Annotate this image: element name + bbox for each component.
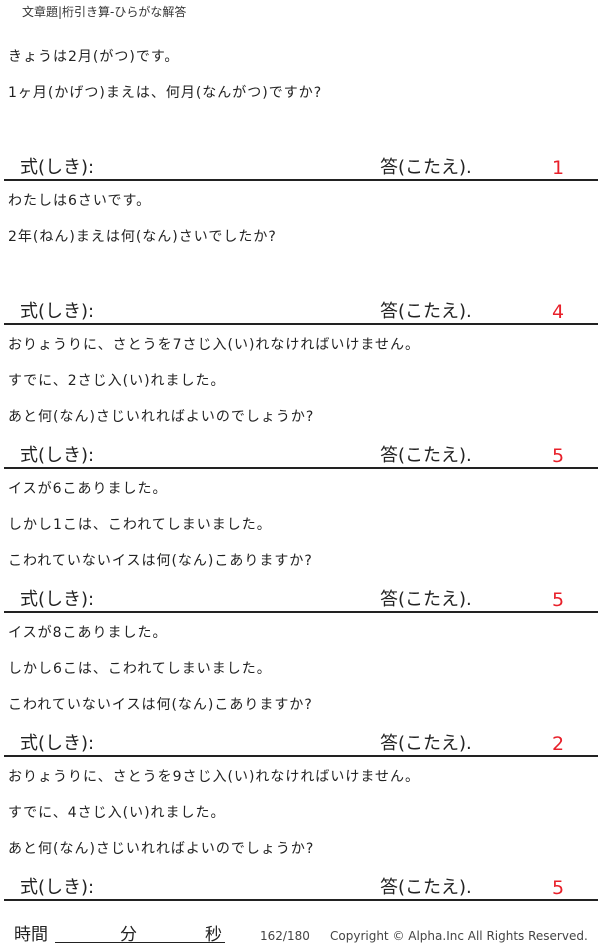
formula-label: 式(しき):	[20, 733, 95, 754]
page-number: 162/180	[260, 929, 310, 943]
divider	[4, 323, 598, 325]
answer-value: 1	[552, 157, 565, 179]
copyright: Copyright © Alpha.Inc All Rights Reserve…	[330, 929, 588, 943]
seconds-label: 秒	[205, 925, 222, 945]
formula-label: 式(しき):	[20, 157, 95, 178]
problem-text: おりょうりに、さとうを7さじ入(い)れなければいけません。	[8, 337, 420, 353]
problem-text: すでに、2さじ入(い)れました。	[8, 373, 226, 389]
answer-label: 答(こたえ).	[380, 589, 472, 610]
time-label: 時間	[14, 925, 48, 945]
answer-value: 5	[552, 589, 565, 611]
answer-label: 答(こたえ).	[380, 445, 472, 466]
problem-block: おりょうりに、さとうを7さじ入(い)れなければいけません。すでに、2さじ入(い)…	[0, 324, 600, 469]
problem-text: おりょうりに、さとうを9さじ入(い)れなければいけません。	[8, 769, 420, 785]
problem-text: あと何(なん)さじいれればよいのでしょうか?	[8, 409, 315, 425]
divider	[4, 611, 598, 613]
formula-label: 式(しき):	[20, 589, 95, 610]
answer-label: 答(こたえ).	[380, 157, 472, 178]
formula-label: 式(しき):	[20, 301, 95, 322]
formula-label: 式(しき):	[20, 445, 95, 466]
time-underline	[55, 942, 225, 943]
problem-text: すでに、4さじ入(い)れました。	[8, 805, 226, 821]
problem-text: こわれていないイスは何(なん)こありますか?	[8, 697, 313, 713]
minutes-label: 分	[120, 925, 137, 945]
divider	[4, 467, 598, 469]
answer-value: 2	[552, 733, 565, 755]
problem-text: しかし6こは、こわれてしまいました。	[8, 661, 272, 677]
problem-text: 1ヶ月(かげつ)まえは、何月(なんがつ)ですか?	[8, 85, 323, 101]
divider	[4, 179, 598, 181]
problem-block: おりょうりに、さとうを9さじ入(い)れなければいけません。すでに、4さじ入(い)…	[0, 756, 600, 901]
problem-text: こわれていないイスは何(なん)こありますか?	[8, 553, 313, 569]
problem-text: イスが6こありました。	[8, 481, 168, 497]
divider	[4, 899, 598, 901]
answer-label: 答(こたえ).	[380, 301, 472, 322]
problem-text: わたしは6さいです。	[8, 193, 152, 209]
problem-block: イスが6こありました。しかし1こは、こわれてしまいました。こわれていないイスは何…	[0, 468, 600, 613]
problem-text: あと何(なん)さじいれればよいのでしょうか?	[8, 841, 315, 857]
divider	[4, 755, 598, 757]
problem-block: イスが8こありました。しかし6こは、こわれてしまいました。こわれていないイスは何…	[0, 612, 600, 757]
formula-label: 式(しき):	[20, 877, 95, 898]
problem-text: きょうは2月(がつ)です。	[8, 49, 180, 65]
answer-label: 答(こたえ).	[380, 733, 472, 754]
problem-block: きょうは2月(がつ)です。 1ヶ月(かげつ)まえは、何月(なんがつ)ですか? 式(し…	[0, 36, 600, 181]
worksheet-title: 文章題|桁引き算-ひらがな解答	[22, 5, 187, 19]
problem-text: しかし1こは、こわれてしまいました。	[8, 517, 272, 533]
answer-value: 4	[552, 301, 565, 323]
problem-text: イスが8こありました。	[8, 625, 168, 641]
answer-value: 5	[552, 445, 565, 467]
problem-block: わたしは6さいです。 2年(ねん)まえは何(なん)さいでしたか? 式(しき): 答(こ…	[0, 180, 600, 325]
answer-value: 5	[552, 877, 565, 899]
answer-label: 答(こたえ).	[380, 877, 472, 898]
problem-text: 2年(ねん)まえは何(なん)さいでしたか?	[8, 229, 277, 245]
